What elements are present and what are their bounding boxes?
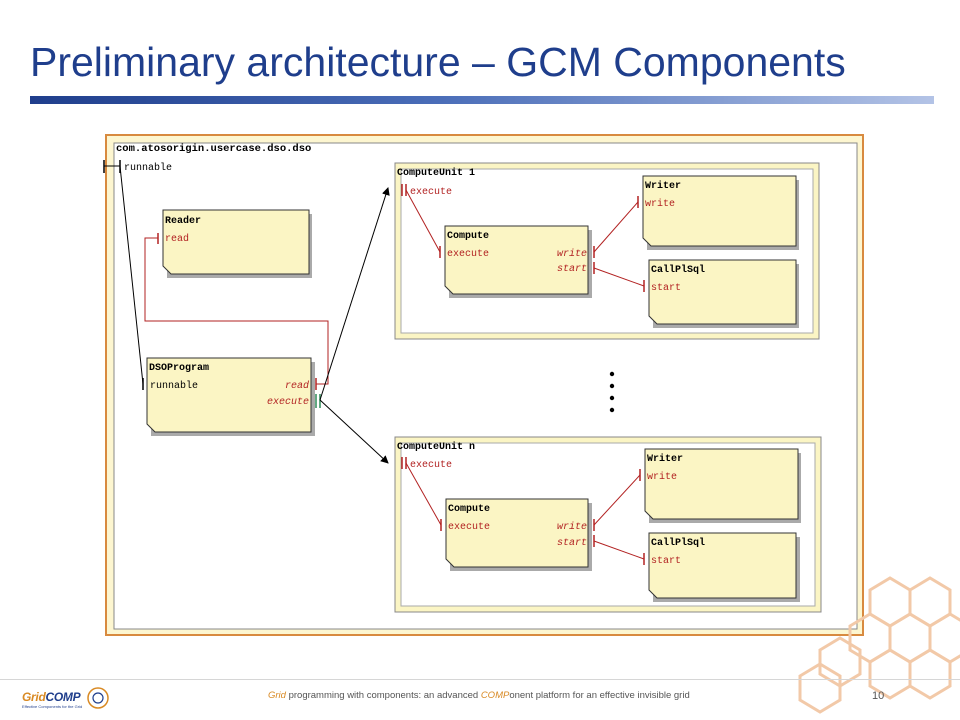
cun-callplsql-name: CallPlSql: [651, 537, 705, 549]
dsoprogram-read-port: read: [285, 380, 309, 392]
cu1-compute-name: Compute: [447, 231, 489, 242]
cu1-compute[interactable]: Compute execute write start: [439, 225, 595, 298]
cu1-compute-write: write: [557, 248, 587, 260]
cu1-callplsql[interactable]: CallPlSql start: [643, 259, 799, 328]
cu1-callplsql-name: CallPlSql: [651, 264, 705, 276]
cun-callplsql-start: start: [651, 556, 681, 567]
gridcomp-logo-icon: [87, 687, 109, 709]
dsoprogram-name: DSOProgram: [149, 363, 209, 374]
connectors: [119, 165, 645, 560]
cu1-compute-start: start: [557, 264, 587, 275]
cun-compute-name: Compute: [448, 504, 490, 515]
footer-divider: [0, 679, 960, 680]
computeunit-n[interactable]: ComputeUnit n execute Compute execute wr…: [394, 436, 822, 613]
reader-read-port: read: [165, 233, 189, 245]
cun-name: ComputeUnit n: [397, 441, 475, 453]
cu1-writer-write: write: [645, 198, 675, 210]
cun-writer-write: write: [647, 471, 677, 483]
dsoprogram-runnable-port: runnable: [150, 380, 198, 392]
reader-component[interactable]: Reader read: [157, 209, 312, 278]
reader-name: Reader: [165, 215, 201, 227]
cun-compute[interactable]: Compute execute write start: [440, 498, 595, 571]
ellipsis-dots: [609, 371, 615, 413]
cu1-writer[interactable]: Writer write: [637, 175, 799, 250]
footer-text: Grid programming with components: an adv…: [268, 690, 690, 701]
dsoprogram-component[interactable]: DSOProgram runnable read execute: [142, 357, 321, 436]
root-runnable-port: runnable: [124, 162, 172, 174]
cun-compute-write: write: [557, 521, 587, 533]
cun-writer-name: Writer: [647, 453, 683, 465]
slide-title: Preliminary architecture – GCM Component…: [30, 39, 846, 85]
dsoprogram-execute-port: execute: [267, 397, 309, 408]
cu1-compute-execute: execute: [447, 249, 489, 260]
hexagon-decoration: [798, 576, 960, 714]
computeunit-1[interactable]: ComputeUnit 1 execute Compute execute wr…: [394, 162, 820, 340]
cu1-writer-name: Writer: [645, 180, 681, 192]
cun-writer[interactable]: Writer write: [639, 448, 801, 523]
gridcomp-logo: GridCOMP: [22, 690, 81, 704]
cun-execute-port: execute: [410, 460, 452, 471]
cu1-callplsql-start: start: [651, 283, 681, 294]
cu1-name: ComputeUnit 1: [397, 167, 475, 179]
cun-compute-start: start: [557, 538, 587, 549]
page-number: 10: [872, 690, 885, 702]
cun-callplsql[interactable]: CallPlSql start: [643, 532, 800, 602]
cun-compute-execute: execute: [448, 522, 490, 533]
logo-tagline: Effective Components for the Grid: [22, 704, 83, 709]
title-underline: [30, 96, 934, 104]
root-name: com.atosorigin.usercase.dso.dso: [116, 143, 311, 155]
cu1-execute-port: execute: [410, 187, 452, 198]
